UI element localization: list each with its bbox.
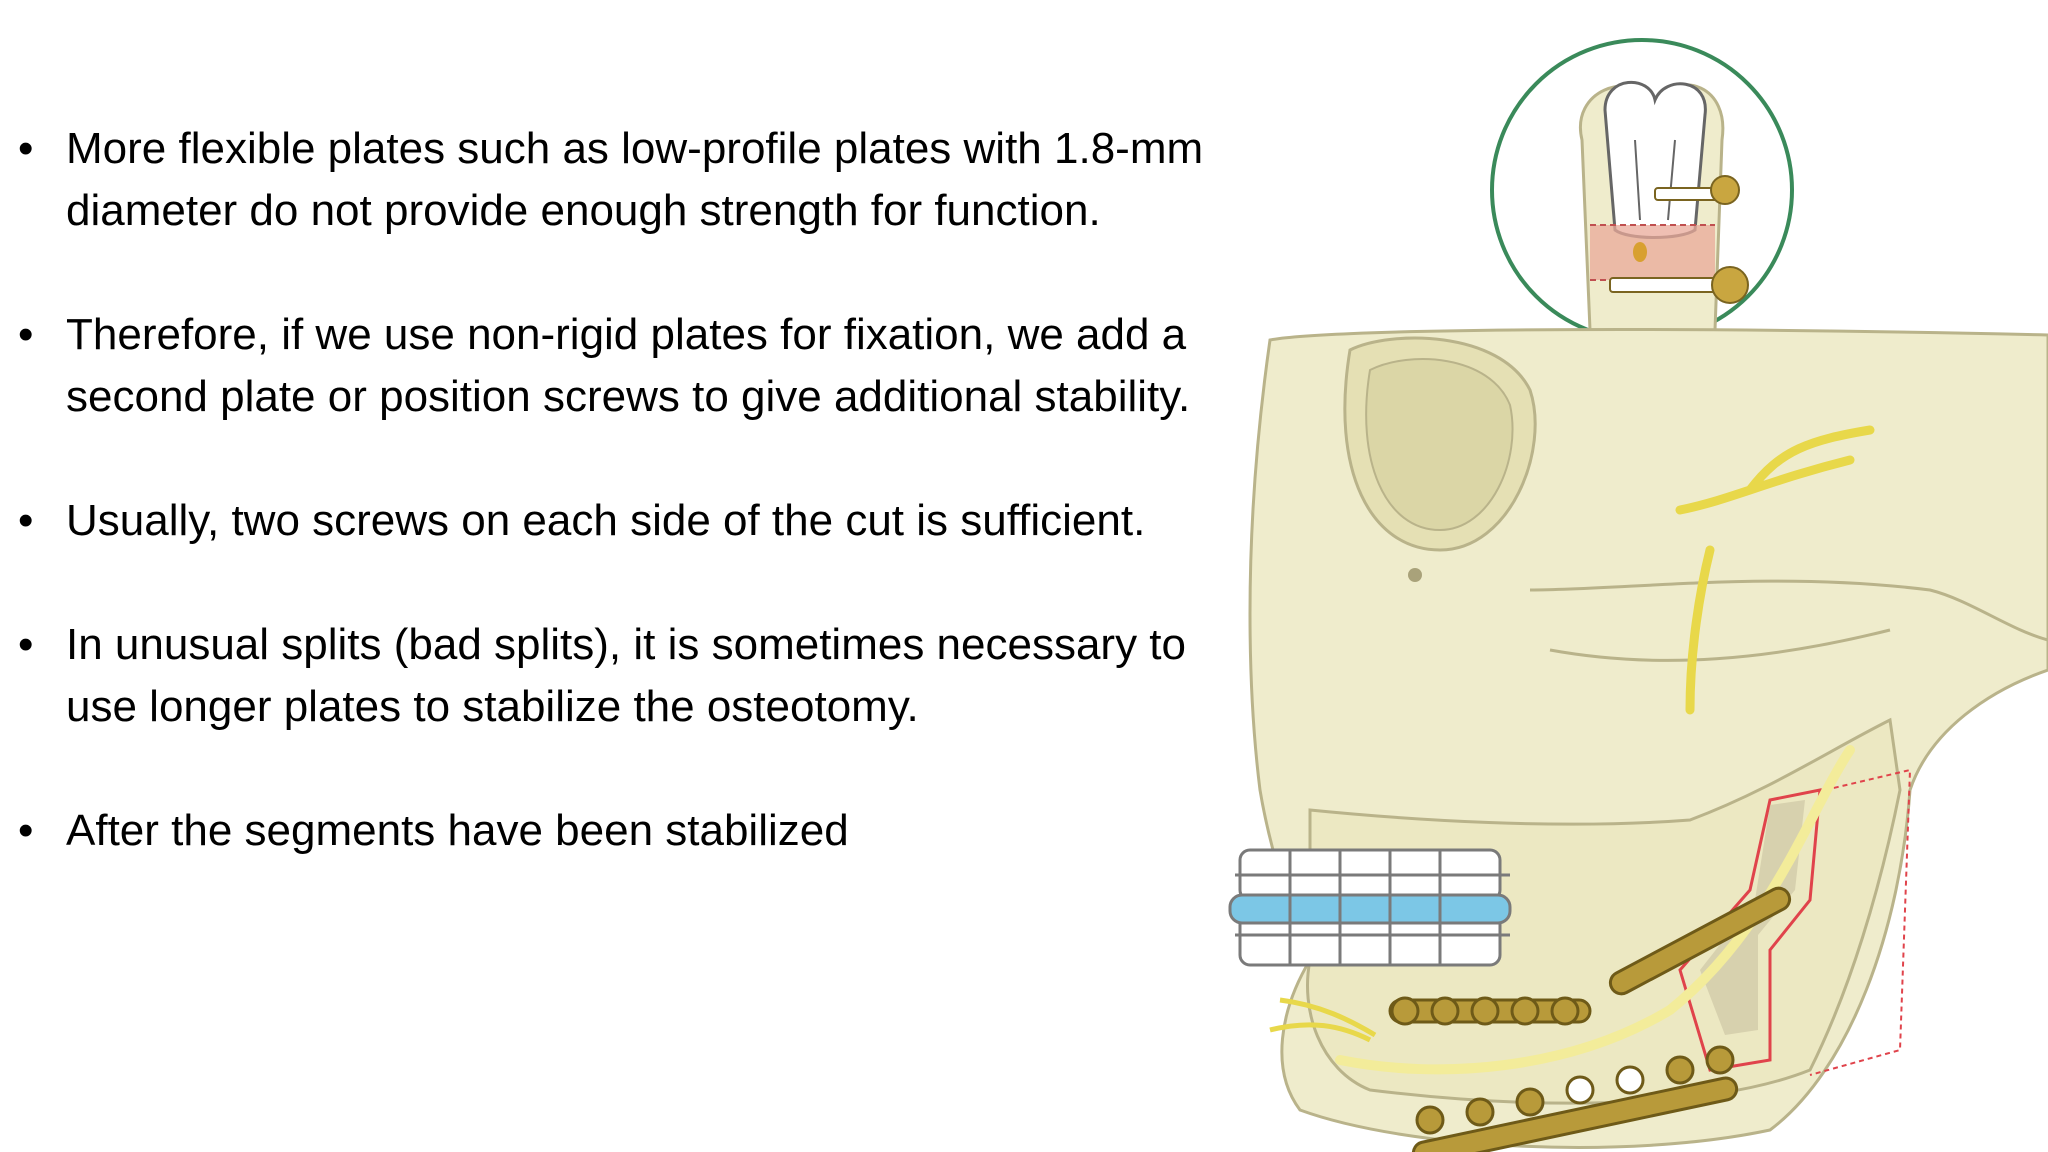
bullet-dot: • [18, 310, 34, 359]
bullet-text: More flexible plates such as low-profile… [66, 124, 1204, 235]
bullet-item: • In unusual splits (bad splits), it is … [14, 614, 1254, 738]
bullet-dot: • [18, 496, 34, 545]
bullet-dot: • [18, 806, 34, 855]
tooth-inset-icon [1490, 38, 1794, 342]
skull-mandible-illustration [1210, 30, 2048, 1152]
bullet-dot: • [18, 620, 34, 669]
bullet-text: In unusual splits (bad splits), it is so… [66, 620, 1187, 731]
bullet-dot: • [18, 124, 34, 173]
bullet-list: • More flexible plates such as low-profi… [14, 118, 1254, 924]
bullet-item: • Usually, two screws on each side of th… [14, 490, 1254, 552]
bullet-item: • More flexible plates such as low-profi… [14, 118, 1254, 242]
bullet-text: After the segments have been stabilized [66, 806, 849, 855]
bullet-item: • After the segments have been stabilize… [14, 800, 1254, 862]
bullet-text: Usually, two screws on each side of the … [66, 496, 1146, 545]
skull-icon [1228, 328, 2048, 1152]
bullet-text: Therefore, if we use non-rigid plates fo… [66, 310, 1191, 421]
bullet-item: • Therefore, if we use non-rigid plates … [14, 304, 1254, 428]
